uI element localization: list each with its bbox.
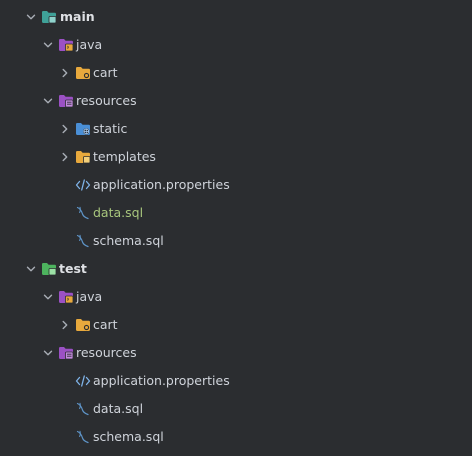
tree-node-test-schema-sql[interactable]: schema.sql bbox=[0, 423, 472, 451]
tree-node-label: java bbox=[76, 289, 103, 304]
chevron-down-icon[interactable] bbox=[42, 347, 54, 359]
package-folder-icon bbox=[75, 318, 91, 332]
sql-file-icon bbox=[76, 206, 89, 220]
chevron-down-icon[interactable] bbox=[25, 263, 37, 275]
chevron-down-icon[interactable] bbox=[42, 95, 54, 107]
tree-node-main-cart[interactable]: cart bbox=[0, 59, 472, 87]
tree-node-label: application.properties bbox=[93, 373, 230, 388]
tree-node-test-java[interactable]: java bbox=[0, 283, 472, 311]
tree-node-label: resources bbox=[76, 345, 137, 360]
tree-node-main-resources[interactable]: resources bbox=[0, 87, 472, 115]
chevron-down-icon[interactable] bbox=[42, 291, 54, 303]
templates-folder-icon bbox=[75, 150, 91, 164]
tree-node-label: static bbox=[93, 121, 128, 136]
package-folder-icon bbox=[75, 66, 91, 80]
tree-node-main-application-properties[interactable]: application.properties bbox=[0, 171, 472, 199]
tree-node-label: data.sql bbox=[93, 205, 144, 220]
java-source-folder-icon bbox=[58, 38, 74, 52]
resources-folder-icon bbox=[58, 94, 74, 108]
tree-node-test-cart[interactable]: cart bbox=[0, 311, 472, 339]
tree-node-label: resources bbox=[76, 93, 137, 108]
properties-file-icon bbox=[75, 375, 91, 387]
chevron-down-icon[interactable] bbox=[25, 11, 37, 23]
web-folder-icon bbox=[75, 122, 91, 136]
chevron-down-icon[interactable] bbox=[42, 39, 54, 51]
chevron-right-icon[interactable] bbox=[59, 319, 71, 331]
properties-file-icon bbox=[75, 179, 91, 191]
tree-node-label: main bbox=[60, 9, 95, 24]
tree-node-label: schema.sql bbox=[93, 429, 164, 444]
resources-folder-icon bbox=[58, 346, 74, 360]
chevron-right-icon[interactable] bbox=[59, 67, 71, 79]
chevron-right-icon[interactable] bbox=[59, 151, 71, 163]
sql-file-icon bbox=[76, 430, 89, 444]
tree-node-main-schema-sql[interactable]: schema.sql bbox=[0, 227, 472, 255]
tree-node-label: templates bbox=[93, 149, 156, 164]
tree-node-label: schema.sql bbox=[93, 233, 164, 248]
tree-node-static[interactable]: static bbox=[0, 115, 472, 143]
sql-file-icon bbox=[76, 234, 89, 248]
tree-node-label: test bbox=[59, 261, 87, 276]
tree-node-label: cart bbox=[93, 317, 118, 332]
tree-node-test[interactable]: test bbox=[0, 255, 472, 283]
tree-node-templates[interactable]: templates bbox=[0, 143, 472, 171]
test-module-folder-icon bbox=[41, 262, 57, 276]
sql-file-icon bbox=[76, 402, 89, 416]
tree-node-label: data.sql bbox=[93, 401, 144, 416]
project-tree: main java cart resources bbox=[0, 3, 472, 451]
chevron-right-icon[interactable] bbox=[59, 123, 71, 135]
java-source-folder-icon bbox=[58, 290, 74, 304]
tree-node-label: application.properties bbox=[93, 177, 230, 192]
tree-node-test-resources[interactable]: resources bbox=[0, 339, 472, 367]
tree-node-label: java bbox=[76, 37, 103, 52]
tree-node-main-java[interactable]: java bbox=[0, 31, 472, 59]
tree-node-main[interactable]: main bbox=[0, 3, 472, 31]
tree-node-main-data-sql[interactable]: data.sql bbox=[0, 199, 472, 227]
tree-node-test-application-properties[interactable]: application.properties bbox=[0, 367, 472, 395]
tree-node-label: cart bbox=[93, 65, 118, 80]
tree-node-test-data-sql[interactable]: data.sql bbox=[0, 395, 472, 423]
module-folder-icon bbox=[41, 10, 57, 24]
